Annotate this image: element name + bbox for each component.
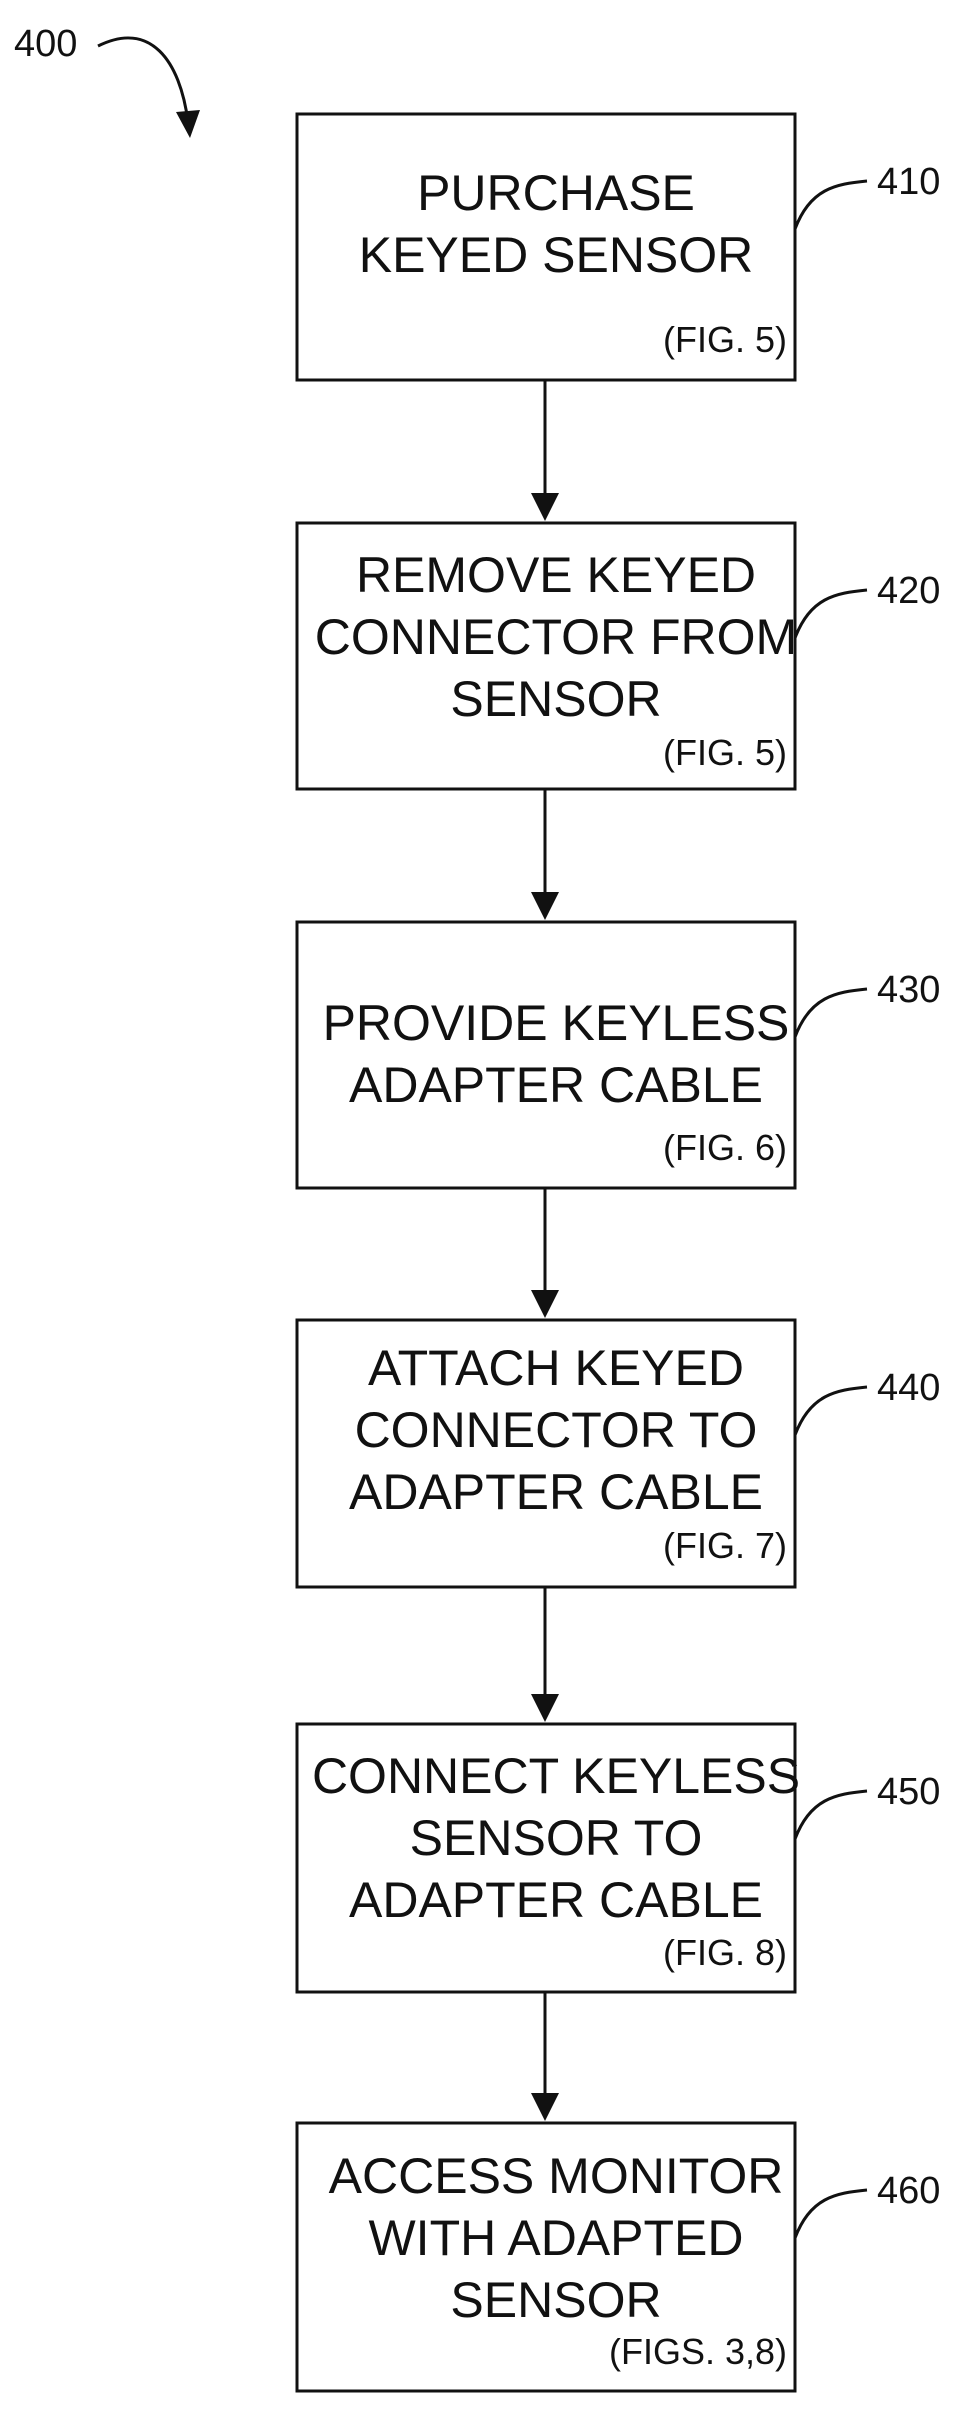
figure-pointer-arrow <box>98 38 188 122</box>
step-text-line: SENSOR <box>450 2272 661 2328</box>
step-reference-numeral: 450 <box>877 1771 940 1813</box>
step-figure-reference: (FIG. 6) <box>663 1127 787 1168</box>
step-text-line: KEYED SENSOR <box>359 227 754 283</box>
step-reference-numeral: 420 <box>877 570 940 612</box>
flow-arrow <box>531 1188 559 1318</box>
figure-pointer-arrowhead <box>176 110 200 138</box>
reference-leader-line <box>795 989 867 1037</box>
step-reference-numeral: 410 <box>877 161 940 203</box>
process-step-410: PURCHASE KEYED SENSOR (FIG. 5) 410 <box>297 114 940 380</box>
flow-arrow <box>531 380 559 521</box>
step-text-line: SENSOR TO <box>410 1810 703 1866</box>
step-text-line: ADAPTER CABLE <box>349 1872 763 1928</box>
step-text-line: PROVIDE KEYLESS <box>323 995 790 1051</box>
reference-leader-line <box>795 1387 867 1435</box>
step-figure-reference: (FIG. 5) <box>663 732 787 773</box>
flow-arrowhead <box>531 1290 559 1318</box>
flow-arrowhead <box>531 2093 559 2121</box>
step-text-line: REMOVE KEYED <box>356 547 756 603</box>
flow-arrowhead <box>531 1694 559 1722</box>
flow-arrow <box>531 1992 559 2121</box>
process-step-450: CONNECT KEYLESS SENSOR TO ADAPTER CABLE(FI… <box>297 1724 940 1992</box>
flow-arrowhead <box>531 493 559 521</box>
step-text-line: WITH ADAPTED <box>368 2210 743 2266</box>
step-figure-reference: (FIG. 5) <box>663 319 787 360</box>
figure-number-label: 400 <box>14 23 77 65</box>
step-text-line: SENSOR <box>450 671 661 727</box>
step-text-line: PURCHASE <box>417 165 695 221</box>
step-text-line: ATTACH KEYED <box>368 1340 744 1396</box>
step-text-line: CONNECTOR TO <box>355 1402 758 1458</box>
reference-leader-line <box>795 1791 867 1839</box>
process-step-420: REMOVE KEYED CONNECTOR FROM SENSOR(FIG. 5)… <box>297 523 940 789</box>
reference-leader-line <box>795 2190 867 2238</box>
step-figure-reference: (FIG. 8) <box>663 1932 787 1973</box>
step-text-line: ACCESS MONITOR <box>329 2148 784 2204</box>
process-step-430: PROVIDE KEYLESS ADAPTER CABLE (FIG. 6) 430 <box>297 922 940 1188</box>
reference-leader-line <box>795 590 867 638</box>
process-step-460: ACCESS MONITOR WITH ADAPTED SENSOR(FIGS. 3… <box>297 2123 940 2391</box>
reference-leader-line <box>795 181 867 229</box>
step-reference-numeral: 460 <box>877 2170 940 2212</box>
step-figure-reference: (FIGS. 3,8) <box>609 2331 787 2372</box>
step-reference-numeral: 440 <box>877 1367 940 1409</box>
process-step-440: ATTACH KEYED CONNECTOR TO ADAPTER CABLE (FI… <box>297 1320 940 1587</box>
flow-arrowhead <box>531 892 559 920</box>
step-text-line: CONNECTOR FROM <box>315 609 797 665</box>
step-figure-reference: (FIG. 7) <box>663 1525 787 1566</box>
step-text-line: CONNECT KEYLESS <box>312 1748 800 1804</box>
step-text-line: ADAPTER CABLE <box>349 1464 763 1520</box>
steps-layer: PURCHASE KEYED SENSOR (FIG. 5) 410REMOVE KE… <box>297 114 940 2391</box>
flow-arrow <box>531 789 559 920</box>
flow-arrow <box>531 1587 559 1722</box>
step-text-line: ADAPTER CABLE <box>349 1057 763 1113</box>
step-reference-numeral: 430 <box>877 969 940 1011</box>
